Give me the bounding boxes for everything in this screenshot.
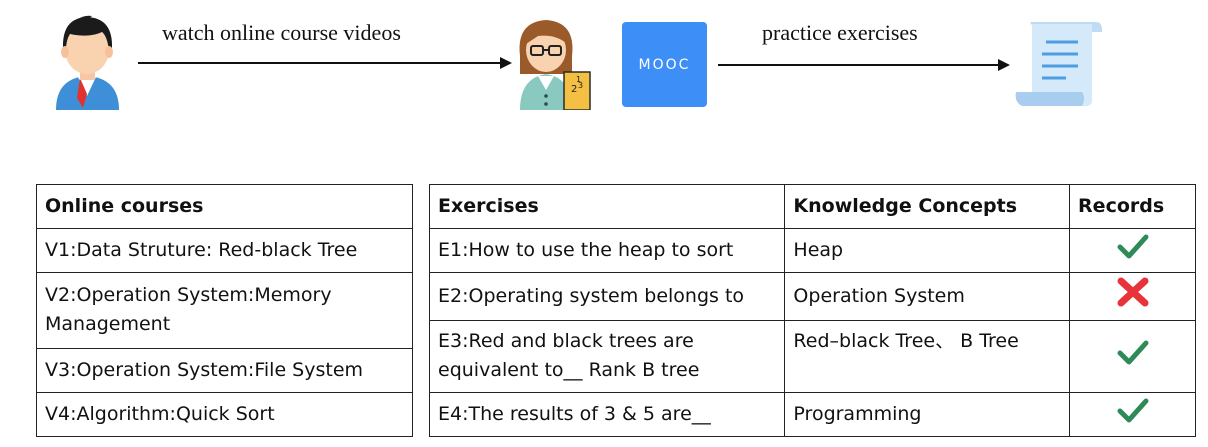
cross-icon (1117, 277, 1149, 307)
concept-cell: Programming (784, 392, 1071, 437)
check-icon (1117, 398, 1149, 423)
exercises-header: Exercises (428, 184, 786, 229)
record-cell (1069, 228, 1196, 273)
practice-exercises-arrow (718, 64, 1000, 66)
check-icon (1117, 234, 1149, 259)
course-row: V4:Algorithm:Quick Sort (36, 392, 413, 437)
concept-cell: Heap (784, 228, 1071, 273)
practice-exercises-label: practice exercises (762, 20, 918, 45)
watch-videos-label: watch online course videos (162, 20, 401, 45)
records-header: Records (1069, 184, 1196, 229)
exercises-table: Exercises Knowledge Concepts Records E1:… (428, 184, 1196, 437)
course-row: V3:Operation System:File System (36, 348, 413, 393)
course-row: V2:Operation System:Memory Management (36, 272, 413, 349)
mooc-logo: MOOC (622, 22, 707, 107)
exercise-cell: E4:The results of 3 & 5 are__ (428, 392, 786, 437)
check-icon (1117, 340, 1149, 365)
exercise-cell: E2:Operating system belongs to (428, 272, 786, 321)
svg-text:2: 2 (571, 84, 577, 95)
record-cell (1069, 320, 1196, 393)
svg-text:3: 3 (578, 81, 583, 90)
arrow-head-icon (500, 57, 512, 69)
exercise-cell: E3:Red and black trees are equivalent to… (428, 320, 786, 393)
watch-videos-arrow (138, 62, 502, 64)
record-cell (1069, 272, 1196, 321)
course-row: V1:Data Struture: Red-black Tree (36, 228, 413, 273)
student-icon (56, 15, 119, 110)
concept-cell: Red–black Tree、 B Tree (784, 320, 1071, 393)
concept-cell: Operation System (784, 272, 1071, 321)
svg-text:1: 1 (576, 75, 581, 84)
document-icon (1015, 22, 1102, 106)
arrow-head-icon (998, 59, 1010, 71)
knowledge-concepts-header: Knowledge Concepts (784, 184, 1071, 229)
online-courses-table: Online courses V1:Data Struture: Red-bla… (36, 184, 413, 437)
teacher-icon: 2 3 1 (519, 20, 591, 110)
record-cell (1069, 392, 1196, 437)
courses-header: Online courses (36, 184, 413, 229)
exercise-cell: E1:How to use the heap to sort (428, 228, 786, 273)
